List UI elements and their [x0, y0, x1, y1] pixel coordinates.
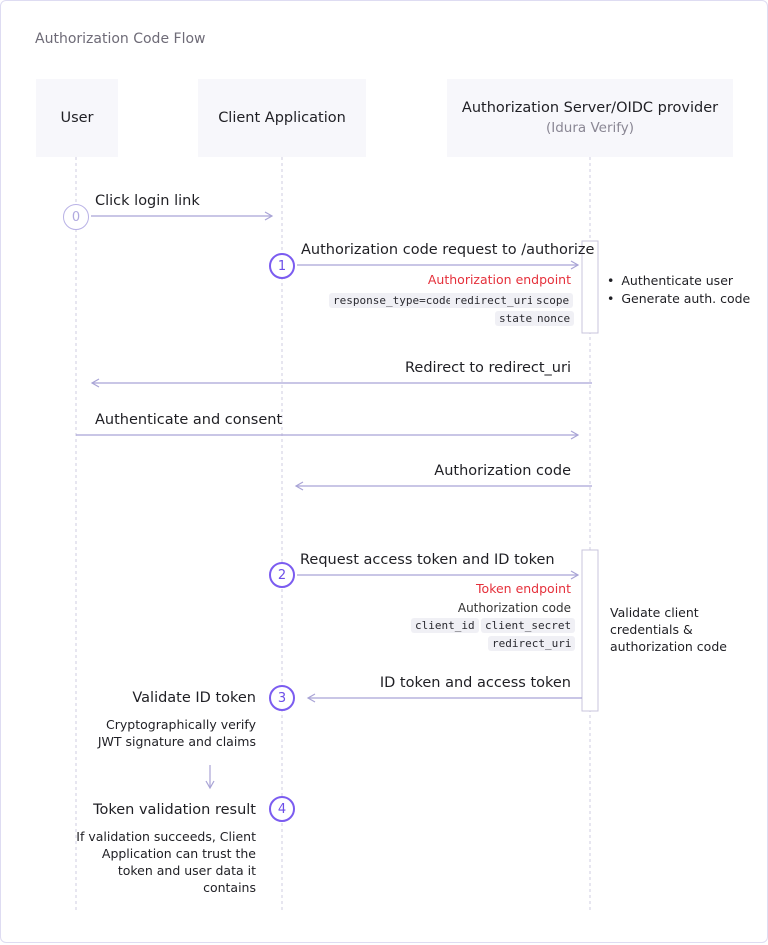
step-badge-0: 0 [63, 204, 89, 230]
server-notes-authorize: Authenticate user Generate auth. code [607, 272, 750, 308]
bullet-authenticate-user: Authenticate user [607, 272, 750, 290]
label-token-endpoint: Token endpoint [476, 581, 571, 596]
result-desc-line-4: contains [203, 880, 256, 895]
diagram-title: Authorization Code Flow [35, 31, 206, 47]
step-desc-validate-id-token: Cryptographically verify JWT signature a… [98, 716, 256, 750]
note-line-3: authorization code [610, 639, 727, 654]
message-id-access-token: ID token and access token [379, 675, 571, 691]
param-redirect-uri: redirect_uri [450, 293, 538, 308]
lane-header-server: Authorization Server/OIDC provider (Idur… [447, 79, 733, 157]
step-title-validate-id-token: Validate ID token [132, 690, 256, 706]
param-scope: scope [532, 293, 574, 308]
result-desc-line-2: Application can trust the [101, 846, 256, 861]
message-request-tokens: Request access token and ID token [300, 552, 555, 568]
param-response-type: response_type=code [329, 293, 457, 308]
param-nonce: nonce [533, 311, 575, 326]
message-redirect: Redirect to redirect_uri [404, 360, 571, 376]
param-token-redirect-uri: redirect_uri [488, 636, 576, 651]
param-state: state [495, 311, 537, 326]
validate-desc-line-2: JWT signature and claims [97, 734, 256, 749]
step-title-token-validation-result: Token validation result [93, 802, 256, 818]
activation-bar-authorize [581, 240, 599, 334]
note-line-2: credentials & [610, 622, 693, 637]
label-authorization-endpoint: Authorization endpoint [427, 272, 571, 287]
lane-header-client: Client Application [198, 79, 366, 157]
lane-label-user: User [60, 110, 94, 126]
lane-sublabel-server: (Idura Verify) [545, 120, 635, 136]
result-desc-line-3: token and user data it [117, 863, 256, 878]
label-token-auth-code: Authorization code [457, 601, 571, 615]
message-authenticate-consent: Authenticate and consent [95, 412, 283, 428]
step-badge-3: 3 [269, 685, 295, 711]
server-notes-validate-client: Validate client credentials & authorizat… [610, 604, 727, 655]
param-client-secret: client_secret [481, 618, 576, 633]
bullet-generate-auth-code: Generate auth. code [607, 290, 750, 308]
step-badge-4: 4 [269, 796, 295, 822]
note-line-1: Validate client [610, 605, 699, 620]
step-desc-token-validation-result: If validation succeeds, Client Applicati… [76, 828, 256, 896]
lane-label-server: Authorization Server/OIDC provider [461, 100, 719, 116]
result-desc-line-1: If validation succeeds, Client [76, 829, 256, 844]
param-client-id: client_id [411, 618, 479, 633]
lane-label-client: Client Application [218, 110, 346, 126]
validate-desc-line-1: Cryptographically verify [106, 717, 256, 732]
step-badge-1: 1 [269, 253, 295, 279]
step-badge-2: 2 [269, 562, 295, 588]
activation-bar-token [581, 549, 599, 712]
lane-header-user: User [36, 79, 118, 157]
message-auth-code: Authorization code [434, 463, 571, 479]
message-auth-request: Authorization code request to /authorize [301, 242, 595, 258]
message-click-login: Click login link [95, 193, 200, 209]
